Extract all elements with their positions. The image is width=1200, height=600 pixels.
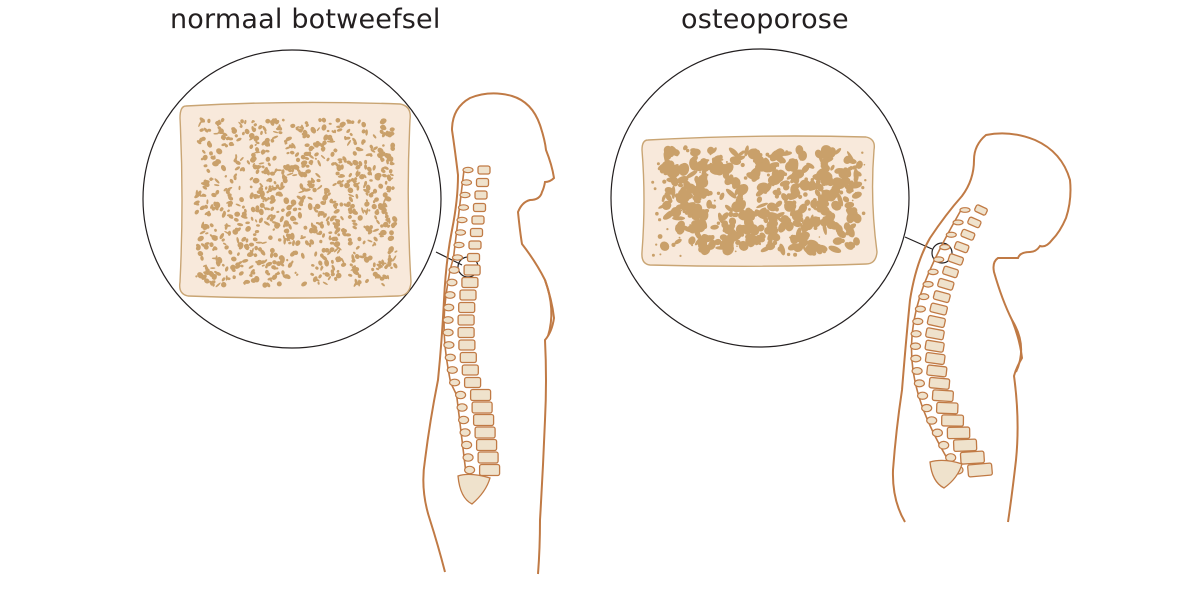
normal-magnifier-circle [142, 49, 442, 349]
osteoporosis-panel [610, 48, 1072, 523]
osteo-trabecular-pattern [651, 145, 867, 257]
osteo-body-outline [891, 132, 1072, 523]
osteo-breast-line [1011, 319, 1023, 373]
normal-panel [142, 49, 556, 575]
normal-breast-line [544, 279, 553, 337]
osteo-magnifier-circle [610, 48, 910, 348]
normal-spine [442, 165, 501, 505]
normal-leader-line [435, 251, 463, 266]
normal-bone-title: normaal botweefsel [170, 4, 441, 35]
normal-bone-block [178, 101, 412, 299]
osteo-leader-line [904, 236, 933, 250]
normal-trabecular-pattern [193, 117, 398, 288]
osteoporosis-title: osteoporose [681, 4, 849, 35]
osteo-spine [909, 204, 993, 489]
osteo-spine-marker [931, 242, 953, 264]
